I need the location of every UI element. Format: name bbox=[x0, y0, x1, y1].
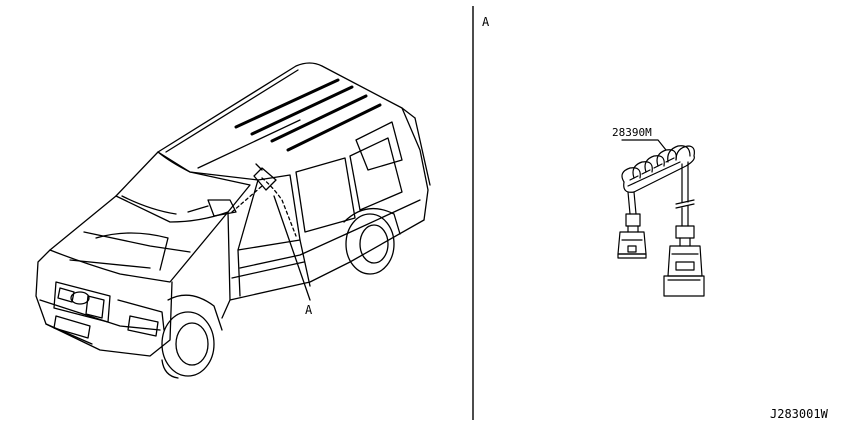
detail-view-label: A bbox=[482, 15, 490, 29]
vehicle-callout-label: A bbox=[305, 303, 313, 317]
coiled-cord-illustration bbox=[617, 139, 705, 297]
part-number-label: 28390M bbox=[612, 126, 652, 139]
vehicle-illustration bbox=[35, 62, 431, 379]
drawing-code: J283001W bbox=[770, 407, 829, 421]
